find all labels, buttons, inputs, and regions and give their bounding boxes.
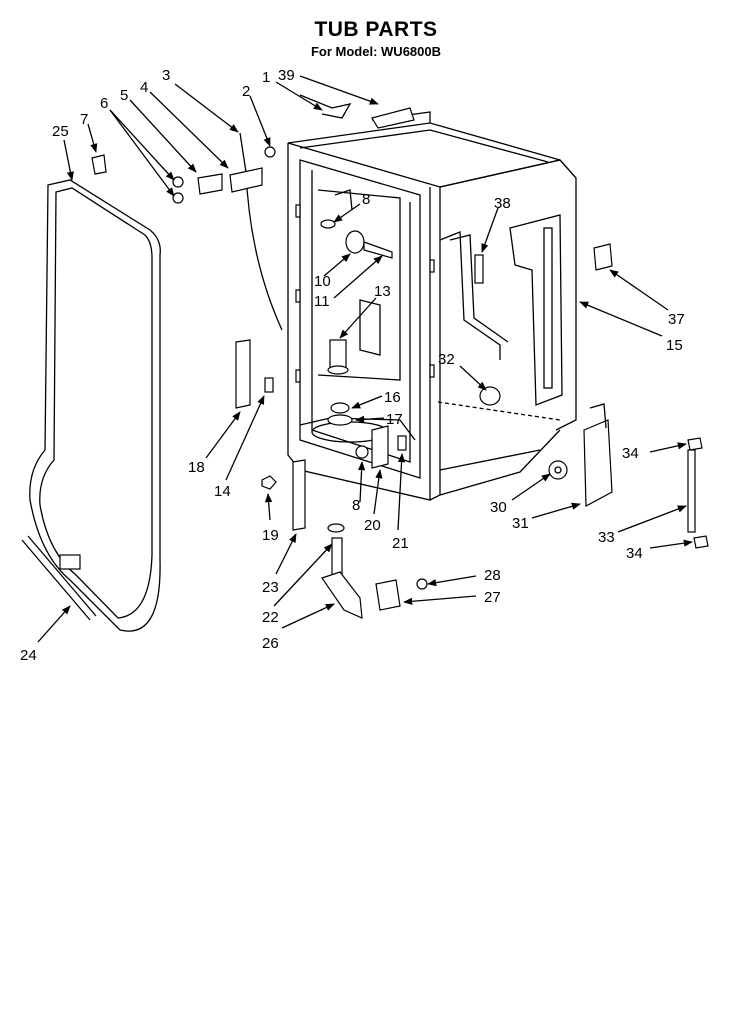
callout-label: 28 (484, 567, 501, 584)
callout-label: 20 (364, 517, 381, 534)
callout-label: 15 (666, 337, 683, 354)
callout-label: 32 (438, 351, 455, 368)
callout-label: 22 (262, 609, 279, 626)
callout-label: 11 (314, 293, 330, 310)
callout-label: 24 (20, 647, 37, 664)
callout-label: 21 (392, 535, 409, 552)
callout-label: 25 (52, 123, 69, 140)
callout-label: 19 (262, 527, 279, 544)
callout-label: 4 (140, 79, 148, 96)
parts-group (21, 94, 709, 621)
callout-label: 10 (314, 273, 331, 290)
callout-label: 23 (262, 579, 279, 596)
diagram-subtitle: For Model: WU6800B (310, 44, 441, 59)
callout-label: 13 (374, 283, 391, 300)
callout-label: 38 (494, 195, 511, 212)
callout-labels: 1 2 3 4 5 6 7 8 8 10 11 13 14 15 16 17 1… (20, 67, 685, 664)
callout-label: 5 (120, 87, 128, 104)
door-gasket (29, 179, 161, 632)
callout-label: 8 (352, 497, 360, 514)
callout-label: 17 (386, 411, 403, 428)
diagram-title: TUB PARTS (314, 18, 438, 41)
callout-label: 3 (162, 67, 170, 84)
callout-label: 14 (214, 483, 231, 500)
tub-body (287, 111, 577, 501)
callout-label: 1 (262, 69, 270, 86)
callout-label: 8 (362, 191, 370, 208)
callout-label: 26 (262, 635, 279, 652)
callout-label: 16 (384, 389, 401, 406)
callout-label: 37 (668, 311, 685, 328)
callout-label: 39 (278, 67, 295, 84)
callout-label: 6 (100, 95, 108, 112)
callout-label: 34 (622, 445, 639, 462)
callout-label: 34 (626, 545, 643, 562)
callout-label: 30 (490, 499, 507, 516)
callout-label: 31 (512, 515, 529, 532)
callout-label: 2 (242, 83, 250, 100)
callout-label: 27 (484, 589, 501, 606)
leader-lines (37, 75, 693, 643)
callout-label: 18 (188, 459, 205, 476)
callout-label: 33 (598, 529, 615, 546)
callout-label: 7 (80, 111, 88, 128)
